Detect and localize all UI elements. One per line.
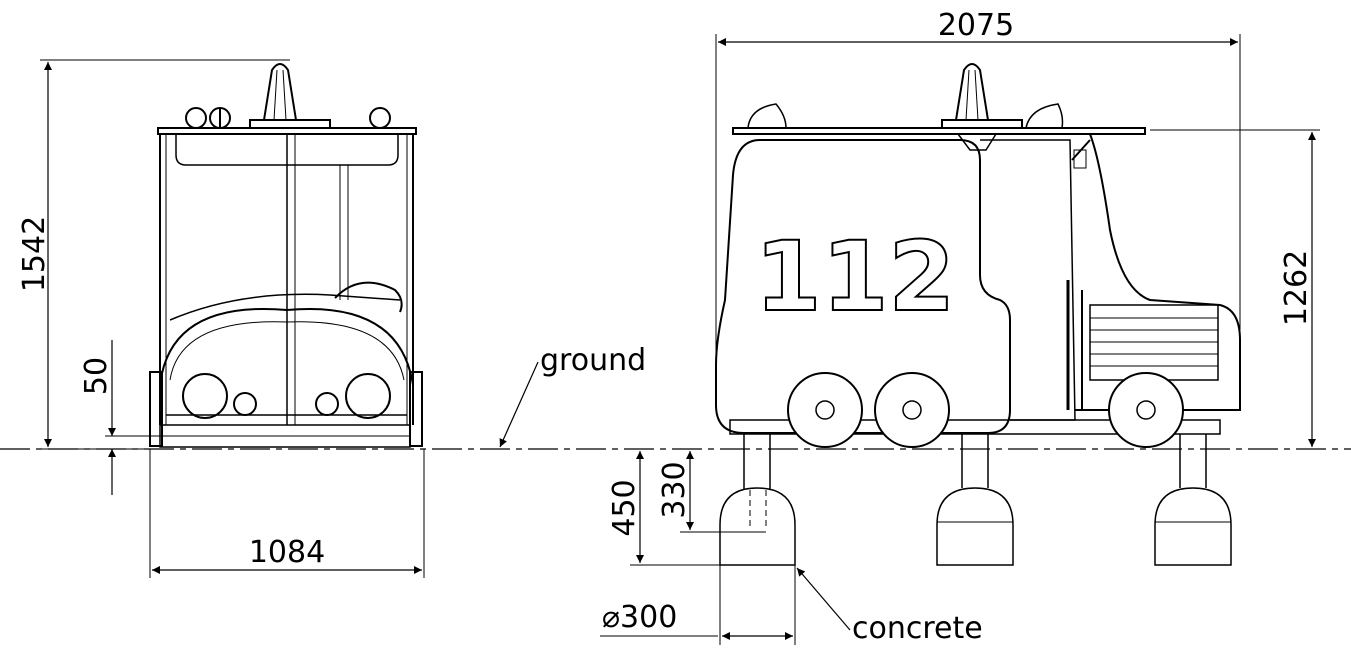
concrete-callout: concrete	[796, 567, 983, 646]
side-view: 112	[715, 63, 1241, 448]
ground-callout: ground	[499, 343, 646, 448]
post-depth-value: 330	[657, 461, 692, 518]
front-view	[149, 63, 423, 448]
vehicle-number: 112	[755, 221, 955, 333]
front-clearance-dimension: 50	[79, 340, 160, 495]
front-height-value: 1542	[17, 216, 52, 292]
side-length-dimension: 2075	[715, 8, 1241, 370]
front-clearance-value: 50	[79, 357, 114, 395]
side-height-dimension: 1262	[1150, 129, 1320, 447]
front-width-dimension: 1084	[149, 449, 425, 578]
foundations	[719, 434, 1232, 566]
foundation-diameter-dimension: ⌀300	[600, 565, 796, 645]
ground-label: ground	[540, 343, 646, 378]
front-height-dimension: 1542	[17, 59, 290, 450]
front-width-value: 1084	[249, 535, 325, 570]
foundation-diameter-value: ⌀300	[602, 600, 677, 635]
foundation-depth-dimension: 450	[607, 451, 720, 566]
foundation-depth-value: 450	[607, 479, 642, 536]
side-height-value: 1262	[1279, 250, 1314, 326]
concrete-label: concrete	[852, 611, 983, 646]
post-depth-dimension: 330	[657, 451, 766, 533]
side-length-value: 2075	[938, 8, 1014, 43]
